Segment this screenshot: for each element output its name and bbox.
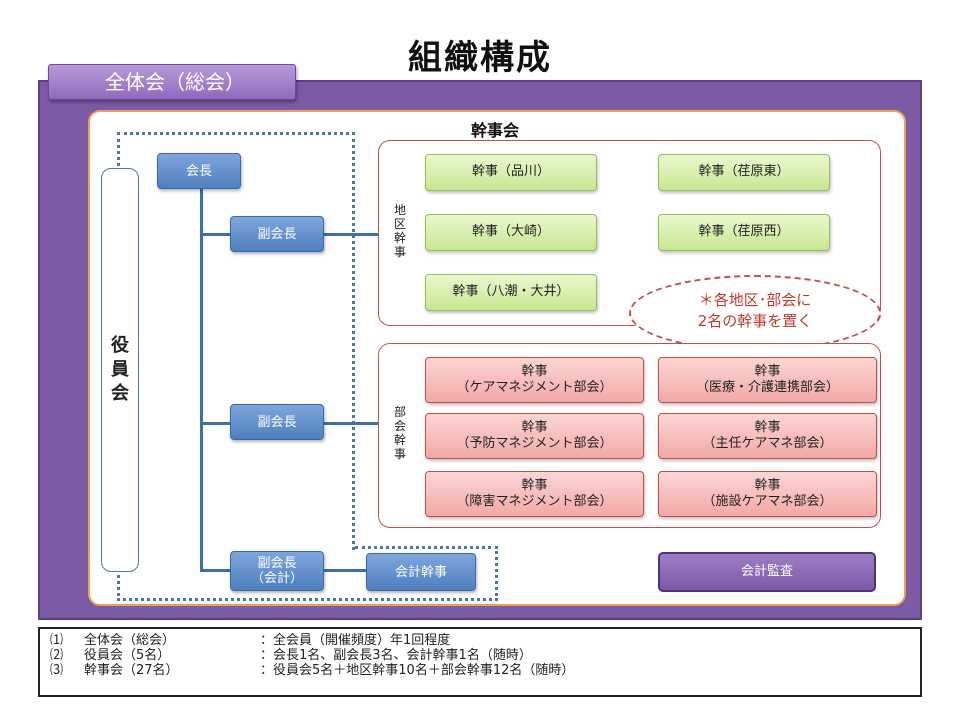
legend-label: 全体会（総会） <box>84 633 176 648</box>
org-line-vice2 <box>200 422 230 425</box>
audit-box: 会計監査 <box>658 552 876 592</box>
district-secretaries-label: 地 区 幹 事 <box>393 203 406 259</box>
chair-box: 会長 <box>157 153 241 189</box>
officers-council-char: 役 <box>111 335 129 356</box>
district-secretary-box: 幹事（荏原東） <box>658 154 830 191</box>
officers-boundary-step <box>355 546 498 549</box>
legend-label: 幹事会（27名） <box>84 663 179 678</box>
vice-chair-treasurer-line2: （会計） <box>250 571 303 586</box>
legend-number: ⑶ <box>50 663 64 678</box>
legend-row: ⑶ 幹事会（27名） ：役員会5名＋地区幹事10名＋部会幹事12名（随時） <box>50 663 910 678</box>
org-line-section <box>324 422 378 425</box>
board-label: 幹事会 <box>470 121 519 140</box>
vice-chair-treasurer-line1: 副会長 <box>257 556 297 571</box>
org-line-vice3 <box>200 569 230 572</box>
legend-number: ⑵ <box>50 648 64 663</box>
district-secretary-box: 幹事（八潮・大井） <box>425 274 597 311</box>
officers-council-char: 会 <box>111 383 129 404</box>
officers-council-box: 役 員 会 <box>101 168 139 572</box>
district-secretary-box: 幹事（荏原西） <box>658 214 830 251</box>
legend-number: ⑴ <box>50 633 64 648</box>
org-line-district <box>324 233 378 236</box>
secretary-note: ＊各地区･部会に 2名の幹事を置く <box>629 275 881 351</box>
section-secretary-box: 幹事 （障害マネジメント部会） <box>425 471 644 517</box>
legend-label: 役員会（5名） <box>84 648 171 663</box>
org-line-trunk <box>200 188 203 571</box>
district-secretary-box: 幹事（品川） <box>425 154 597 191</box>
officers-boundary-bottom <box>117 546 498 601</box>
vice-chair-treasurer-box: 副会長 （会計） <box>230 551 324 591</box>
vice-chair-box: 副会長 <box>230 404 324 440</box>
legend-description: ：全会員（開催頻度）年1回程度 <box>260 633 451 648</box>
legend-description: ：会長1名、副会長3名、会計幹事1名（随時） <box>260 648 532 663</box>
page-title: 組織構成 <box>408 38 552 78</box>
legend-row: ⑴ 全体会（総会） ：全会員（開催頻度）年1回程度 <box>50 633 910 648</box>
legend-box: ⑴ 全体会（総会） ：全会員（開催頻度）年1回程度 ⑵ 役員会（5名） ：会長1… <box>38 627 922 697</box>
general-meeting-label: 全体会（総会） <box>48 64 296 100</box>
org-line-vice1 <box>200 233 230 236</box>
section-secretary-box: 幹事 （予防マネジメント部会） <box>425 413 644 459</box>
officers-boundary <box>117 132 355 550</box>
section-secretary-box: 幹事 （医療・介護連携部会） <box>658 357 877 403</box>
district-secretary-box: 幹事（大崎） <box>425 214 597 251</box>
org-line-treasurer <box>324 569 366 572</box>
treasurer-box: 会計幹事 <box>366 553 476 591</box>
section-secretaries-label: 部 会 幹 事 <box>393 405 406 461</box>
legend-row: ⑵ 役員会（5名） ：会長1名、副会長3名、会計幹事1名（随時） <box>50 648 910 663</box>
section-secretary-box: 幹事 （主任ケアマネ部会） <box>658 413 877 459</box>
legend-description: ：役員会5名＋地区幹事10名＋部会幹事12名（随時） <box>260 663 575 678</box>
section-secretary-box: 幹事 （ケアマネジメント部会） <box>425 357 644 403</box>
officers-council-char: 員 <box>111 359 129 380</box>
vice-chair-box: 副会長 <box>230 216 324 252</box>
section-secretary-box: 幹事 （施設ケアマネ部会） <box>658 471 877 517</box>
